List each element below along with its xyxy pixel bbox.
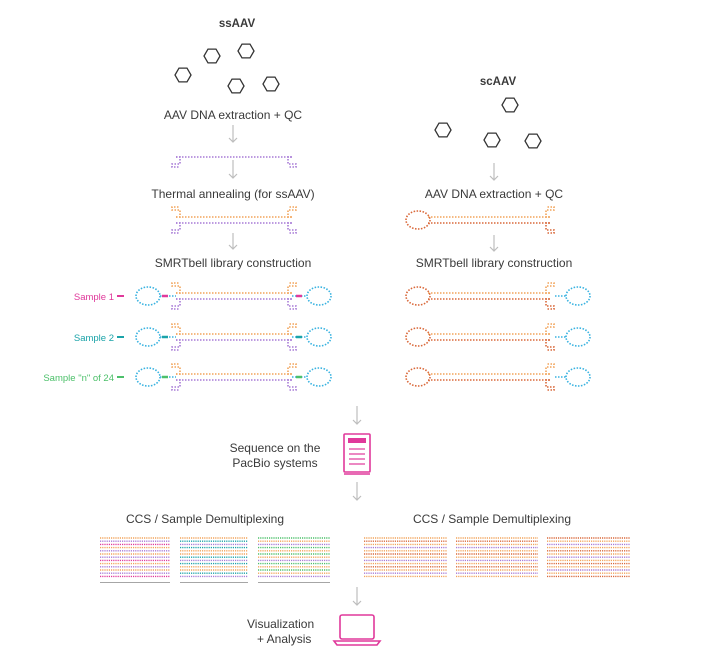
itr-hairpin: [171, 339, 181, 351]
hairpin-adapter: [306, 367, 332, 387]
hexagon-icon: [174, 67, 192, 83]
laptop-icon: [339, 614, 375, 640]
hexagon-icon: [434, 122, 452, 138]
scaav-reads-sample-2: [456, 537, 538, 578]
hairpin-adapter: [405, 327, 431, 347]
sample-n-label: Sample "n" of 24: [43, 373, 114, 384]
hexagon-icon: [237, 43, 255, 59]
itr-hairpin: [545, 323, 555, 335]
arrow-head-icon: [228, 173, 238, 179]
itr-hairpin: [287, 206, 297, 218]
hairpin-adapter: [135, 367, 161, 387]
hairpin-adapter: [405, 286, 431, 306]
arrow-head-icon: [352, 419, 362, 425]
itr-hairpin: [171, 156, 181, 168]
hairpin-adapter: [405, 210, 431, 230]
hexagon-icon: [483, 132, 501, 148]
ssaav-smrtbell-label: SMRTbell library construction: [154, 256, 312, 270]
itr-hairpin: [287, 156, 297, 168]
hairpin-adapter: [306, 327, 332, 347]
itr-hairpin: [171, 206, 181, 218]
itr-hairpin: [545, 363, 555, 375]
scaav-reads-sample-1: [364, 537, 447, 578]
scaav-reads-sample-n: [547, 537, 630, 578]
hairpin-adapter: [565, 367, 591, 387]
ssaav-extraction-label: AAV DNA extraction + QC: [163, 108, 303, 122]
sequencer-panel: [348, 438, 366, 443]
hairpin-adapter: [565, 286, 591, 306]
sequencer-icon: [343, 433, 371, 473]
itr-hairpin: [171, 363, 181, 375]
itr-hairpin: [287, 379, 297, 391]
arrow-head-icon: [228, 244, 238, 250]
itr-hairpin: [287, 323, 297, 335]
itr-hairpin: [171, 282, 181, 294]
arrow-head-icon: [228, 137, 238, 143]
thermal-annealing-label: Thermal annealing (for ssAAV): [151, 187, 315, 201]
itr-hairpin: [171, 323, 181, 335]
itr-hairpin: [545, 206, 555, 218]
itr-hairpin: [287, 282, 297, 294]
scaav-extraction-label: AAV DNA extraction + QC: [424, 187, 564, 201]
ssaav-reads-sample-n: [258, 537, 330, 583]
itr-hairpin: [287, 339, 297, 351]
hexagon-icon: [227, 78, 245, 94]
hairpin-adapter: [565, 327, 591, 347]
hairpin-adapter: [405, 367, 431, 387]
sequence-label-line1: Sequence on the: [229, 441, 321, 455]
itr-hairpin: [287, 363, 297, 375]
hexagon-icon: [501, 97, 519, 113]
scaav-demux-label: CCS / Sample Demultiplexing: [412, 512, 572, 526]
scaav-title: scAAV: [479, 76, 517, 88]
itr-hairpin: [545, 222, 555, 234]
sample-2-label: Sample 2: [73, 333, 114, 344]
hexagon-icon: [524, 133, 542, 149]
arrow-head-icon: [489, 246, 499, 252]
ssaav-title: ssAAV: [218, 18, 256, 30]
hairpin-adapter: [135, 327, 161, 347]
itr-hairpin: [545, 282, 555, 294]
itr-hairpin: [287, 298, 297, 310]
visualization-label-line1: Visualization: [247, 617, 315, 631]
visualization-label-line2: + Analysis: [257, 632, 312, 646]
hairpin-adapter: [135, 286, 161, 306]
itr-hairpin: [171, 298, 181, 310]
arrow-head-icon: [352, 495, 362, 501]
itr-hairpin: [287, 222, 297, 234]
sample-1-label: Sample 1: [73, 292, 114, 303]
itr-hairpin: [171, 379, 181, 391]
laptop-base: [332, 640, 382, 646]
itr-hairpin: [171, 222, 181, 234]
scaav-smrtbell-label: SMRTbell library construction: [415, 256, 573, 270]
hexagon-icon: [262, 76, 280, 92]
ssaav-reads-sample-2: [180, 537, 248, 583]
itr-hairpin: [545, 339, 555, 351]
arrow-head-icon: [489, 175, 499, 181]
itr-hairpin: [545, 298, 555, 310]
itr-hairpin: [545, 379, 555, 391]
ssaav-reads-sample-1: [100, 537, 170, 583]
hexagon-icon: [203, 48, 221, 64]
arrow-head-icon: [352, 600, 362, 606]
hairpin-adapter: [306, 286, 332, 306]
ssaav-demux-label: CCS / Sample Demultiplexing: [125, 512, 285, 526]
sequence-label-line2: PacBio systems: [232, 456, 318, 470]
